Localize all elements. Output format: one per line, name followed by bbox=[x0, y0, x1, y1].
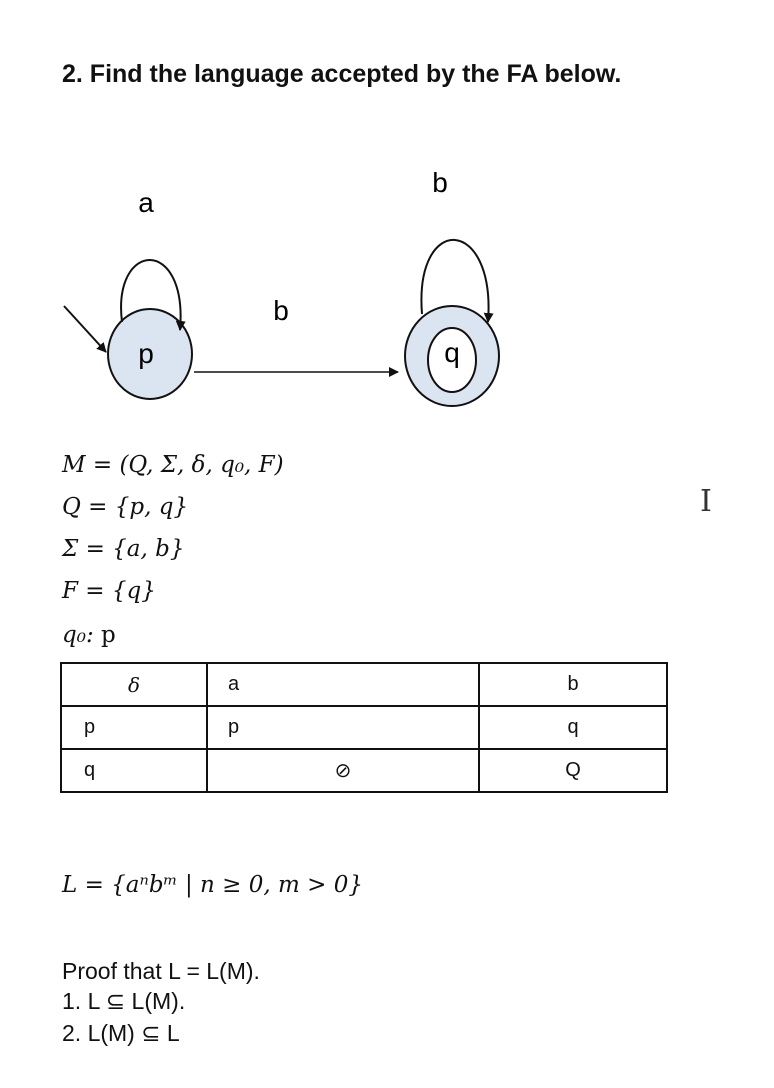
def-final-states: F = {q} bbox=[62, 578, 156, 604]
def-machine: M = (Q, Σ, δ, q₀, F) bbox=[62, 452, 284, 478]
table-cell-empty-set: ⊘ bbox=[206, 748, 480, 793]
def-start-state-label: q₀: bbox=[62, 622, 94, 648]
loop-q bbox=[420, 239, 494, 323]
language-definition: L = {aⁿbᵐ | n ≥ 0, m > 0} bbox=[62, 872, 363, 898]
start-arrow bbox=[63, 305, 107, 353]
table-cell: q bbox=[478, 705, 668, 750]
table-row: p p q bbox=[60, 705, 668, 750]
fa-diagram: p a b q b bbox=[63, 167, 500, 407]
state-q-label: q bbox=[444, 337, 460, 368]
table-header-delta: δ bbox=[60, 662, 208, 707]
question-title: 2. Find the language accepted by the FA … bbox=[62, 60, 622, 88]
loop-q-label: b bbox=[432, 167, 448, 198]
state-p: p bbox=[107, 308, 193, 400]
def-states: Q = {p, q} bbox=[62, 494, 189, 520]
table-cell: Q bbox=[478, 748, 668, 793]
table-cell: p bbox=[206, 705, 480, 750]
table-header-row: δ a b bbox=[60, 662, 668, 707]
def-alphabet: Σ = {a, b} bbox=[62, 536, 185, 562]
def-start-state-value: p bbox=[101, 622, 116, 648]
transition-table: δ a b p p q q ⊘ Q bbox=[60, 662, 668, 793]
table-row: q ⊘ Q bbox=[60, 748, 668, 793]
proof-step-1: 1. L ⊆ L(M). bbox=[62, 988, 186, 1014]
def-start-state: q₀: p bbox=[62, 622, 116, 648]
state-q: q bbox=[404, 305, 500, 407]
loop-p bbox=[120, 259, 186, 331]
loop-p-label: a bbox=[138, 187, 154, 218]
table-cell: q bbox=[60, 748, 208, 793]
table-header-a: a bbox=[206, 662, 480, 707]
proof-heading: Proof that L = L(M). bbox=[62, 958, 260, 984]
edge-p-q-label: b bbox=[273, 295, 289, 326]
proof-step-2: 2. L(M) ⊆ L bbox=[62, 1020, 180, 1046]
table-header-b: b bbox=[478, 662, 668, 707]
state-p-label: p bbox=[138, 338, 154, 369]
text-cursor-icon: I bbox=[700, 484, 712, 519]
table-cell: p bbox=[60, 705, 208, 750]
